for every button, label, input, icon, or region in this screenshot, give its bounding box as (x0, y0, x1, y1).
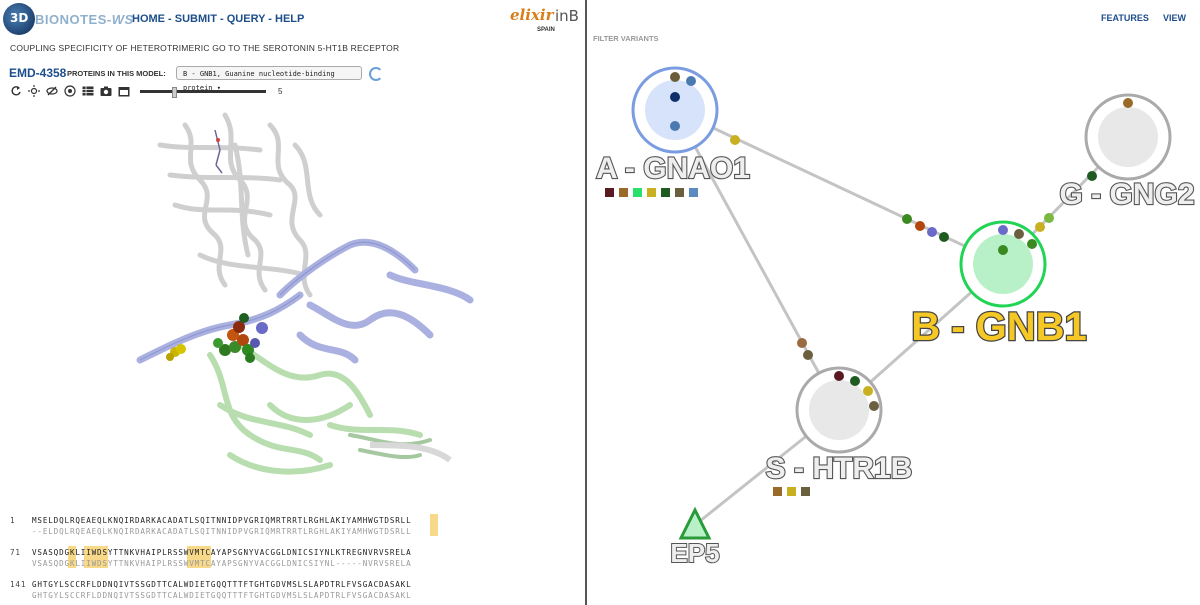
logo-name: BIONOTES- (35, 12, 112, 27)
elixir-sub: SPAIN (537, 27, 555, 33)
protein-select[interactable]: B - GNB1, Guanine nucleotide-binding pro… (176, 66, 362, 92)
main-nav: HOME - SUBMIT - QUERY - HELP (132, 13, 305, 25)
brightness-icon[interactable] (28, 85, 40, 97)
table-icon[interactable] (82, 85, 94, 97)
node-B[interactable] (959, 220, 1047, 308)
elixir-logo: elixir (510, 6, 554, 24)
seq-target: GHTGYLSCCRFLDDNQIVTSSGDTTCALWDIETGQQTTTF… (32, 591, 412, 600)
seq-target: VSASQDGKLIIWDSYTTNKVHAIPLRSSWVMTCAYAPSGN… (32, 559, 412, 568)
calendar-icon[interactable] (118, 85, 130, 97)
loading-spinner-icon (369, 67, 383, 81)
view-link[interactable]: VIEW (1163, 13, 1187, 23)
network-panel: FEATURES VIEW FILTER VARIANTS A - GNA (587, 0, 1200, 605)
emd-id-link[interactable]: EMD-4358 (9, 66, 67, 80)
slider-track[interactable] (140, 90, 266, 93)
seq-query: VSASQDGKLIIWDSYTTNKVHAIPLRSSWVMTCAYAPSGN… (32, 548, 412, 557)
filter-variants-link[interactable]: FILTER VARIANTS (593, 34, 659, 43)
seq-highlight (187, 546, 211, 568)
slider-value: 5 (278, 87, 283, 96)
logo-suffix: WS (111, 12, 134, 27)
panel-divider[interactable] (585, 0, 587, 605)
node-label-S: S - HTR1B (766, 452, 913, 485)
logo-badge: 3D (10, 11, 29, 25)
node-label-G: G - GNG2 (1059, 178, 1194, 211)
edge-A-B (674, 108, 1004, 266)
slider-thumb[interactable] (172, 87, 177, 98)
edge-A-S (673, 109, 841, 411)
seq-position: 71 (10, 548, 21, 557)
seq-highlight (68, 546, 76, 568)
nav-submit[interactable]: SUBMIT (174, 13, 217, 25)
molecule-3d-view[interactable] (130, 105, 490, 500)
sequence-row[interactable]: 71 VSASQDGKLIIWDSYTTNKVHAIPLRSSWVMTCAYAP… (10, 548, 580, 570)
page-title: COUPLING SPECIFICITY OF HETEROTRIMERIC G… (10, 43, 400, 53)
node-EP5[interactable] (678, 506, 712, 540)
seq-highlight (84, 546, 108, 568)
sequence-row[interactable]: 141 GHTGYLSCCRFLDDNQIVTSSGDTTCALWDIETGQQ… (10, 580, 580, 602)
nav-home[interactable]: HOME (132, 13, 165, 25)
seq-query: GHTGYLSCCRFLDDNQIVTSSGDTTCALWDIETGQQTTTF… (32, 580, 412, 589)
sequence-row[interactable]: 1 MSELDQLRQEAEQLKNQIRDARKACADATLSQITNNID… (10, 516, 580, 538)
structure-viewer-panel: 3D BIONOTES-WS HOME - SUBMIT - QUERY - H… (0, 0, 585, 605)
node-S[interactable] (795, 366, 883, 454)
nav-query[interactable]: QUERY (226, 13, 266, 25)
features-link[interactable]: FEATURES (1101, 13, 1149, 23)
reset-icon[interactable] (10, 85, 22, 97)
sphere-icon[interactable] (64, 85, 76, 97)
seq-position: 141 (10, 580, 27, 589)
camera-icon[interactable] (100, 85, 112, 97)
legend-A (605, 188, 698, 197)
interaction-network[interactable]: A - GNAO1 G - GNG2 B - GNB1 (587, 0, 1200, 605)
seq-target: --ELDQLRQEAEQLKNQIRDARKACADATLSQITNNIDPV… (32, 527, 412, 536)
app-logo-text[interactable]: BIONOTES-WS (35, 12, 134, 27)
hide-icon[interactable] (46, 85, 58, 97)
node-label-B: B - GNB1 (911, 305, 1087, 349)
node-label-EP5: EP5 (670, 538, 719, 568)
seq-highlight (430, 514, 438, 536)
legend-S (773, 487, 810, 496)
inb-logo: inB (555, 7, 579, 25)
node-A[interactable] (631, 66, 719, 154)
node-label-A: A - GNAO1 (596, 152, 750, 185)
seq-position: 1 (10, 516, 16, 525)
nav-help[interactable]: HELP (275, 13, 305, 25)
node-G[interactable] (1084, 93, 1172, 181)
logo-icon[interactable] (3, 3, 35, 35)
proteins-label: PROTEINS IN THIS MODEL: (67, 69, 166, 78)
seq-query: MSELDQLRQEAEQLKNQIRDARKACADATLSQITNNIDPV… (32, 516, 412, 525)
